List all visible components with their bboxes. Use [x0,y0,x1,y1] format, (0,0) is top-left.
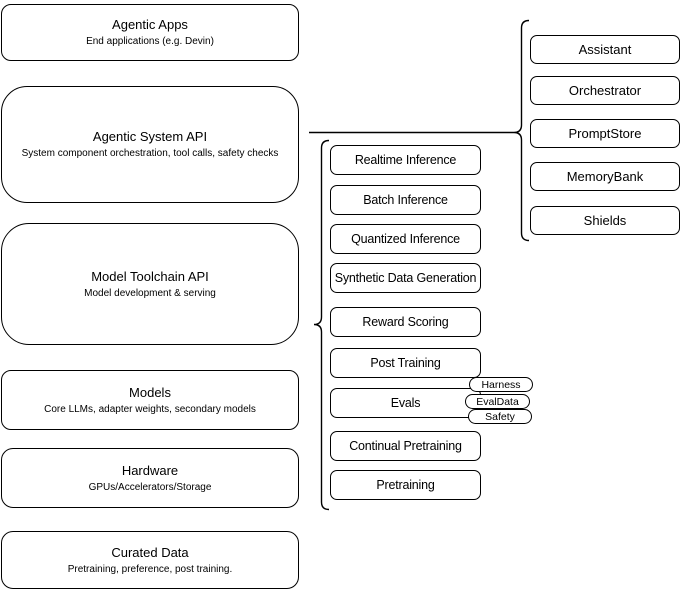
component-box-shields: Shields [530,206,680,235]
component-label: Orchestrator [568,83,642,98]
component-label: Shields [583,213,627,228]
service-label: Synthetic Data Generation [334,271,477,285]
service-box-batch-inference: Batch Inference [330,185,481,215]
component-box-assistant: Assistant [530,35,680,64]
service-label: Continual Pretraining [349,439,462,453]
service-box-quantized-inference: Quantized Inference [330,224,481,254]
service-label: Evals [390,396,421,410]
service-box-reward-scoring: Reward Scoring [330,307,481,337]
service-label: Post Training [370,356,441,370]
layer-title: Models [129,384,171,400]
eval-pill-label: Safety [485,410,515,423]
eval-pill-evaldata: EvalData [465,394,530,409]
service-box-realtime-inference: Realtime Inference [330,145,481,175]
layer-box-hardware: Hardware GPUs/Accelerators/Storage [1,448,299,508]
layer-title: Curated Data [111,544,189,560]
layer-subtitle: Pretraining, preference, post training. [67,563,233,575]
service-label: Realtime Inference [354,153,457,167]
eval-pill-safety: Safety [468,409,532,424]
component-box-promptstore: PromptStore [530,119,680,148]
service-label: Pretraining [376,478,435,492]
component-box-orchestrator: Orchestrator [530,76,680,105]
layer-box-curated-data: Curated Data Pretraining, preference, po… [1,531,299,589]
service-box-synthetic-data-generation: Synthetic Data Generation [330,263,481,293]
service-label: Batch Inference [363,193,448,207]
service-box-pretraining: Pretraining [330,470,481,500]
component-label: PromptStore [568,126,642,141]
service-label: Quantized Inference [351,232,460,246]
layer-box-agentic-apps: Agentic Apps End applications (e.g. Devi… [1,4,299,61]
service-box-evals: Evals [330,388,481,418]
layer-subtitle: GPUs/Accelerators/Storage [88,481,212,493]
layer-box-agentic-system-api: Agentic System API System component orch… [1,86,299,203]
layer-subtitle: End applications (e.g. Devin) [86,36,214,47]
service-box-continual-pretraining: Continual Pretraining [330,431,481,461]
layer-subtitle: Core LLMs, adapter weights, secondary mo… [44,403,256,415]
layer-title: Agentic Apps [112,17,188,32]
eval-pill-label: EvalData [476,395,519,408]
eval-pill-harness: Harness [469,377,533,392]
component-label: MemoryBank [566,169,644,184]
layer-subtitle: System component orchestration, tool cal… [21,148,279,159]
layer-box-models: Models Core LLMs, adapter weights, secon… [1,370,299,430]
service-box-post-training: Post Training [330,348,481,378]
eval-pill-label: Harness [481,378,521,391]
layer-box-model-toolchain-api: Model Toolchain API Model development & … [1,223,299,345]
service-label: Reward Scoring [362,315,449,329]
component-box-memorybank: MemoryBank [530,162,680,191]
layer-subtitle: Model development & serving [84,287,216,299]
layer-title: Agentic System API [92,129,208,144]
component-label: Assistant [578,42,632,57]
layer-title: Hardware [121,462,179,478]
system-components-brace [513,19,530,242]
layer-title: Model Toolchain API [91,268,209,284]
toolchain-services-brace [313,139,330,511]
